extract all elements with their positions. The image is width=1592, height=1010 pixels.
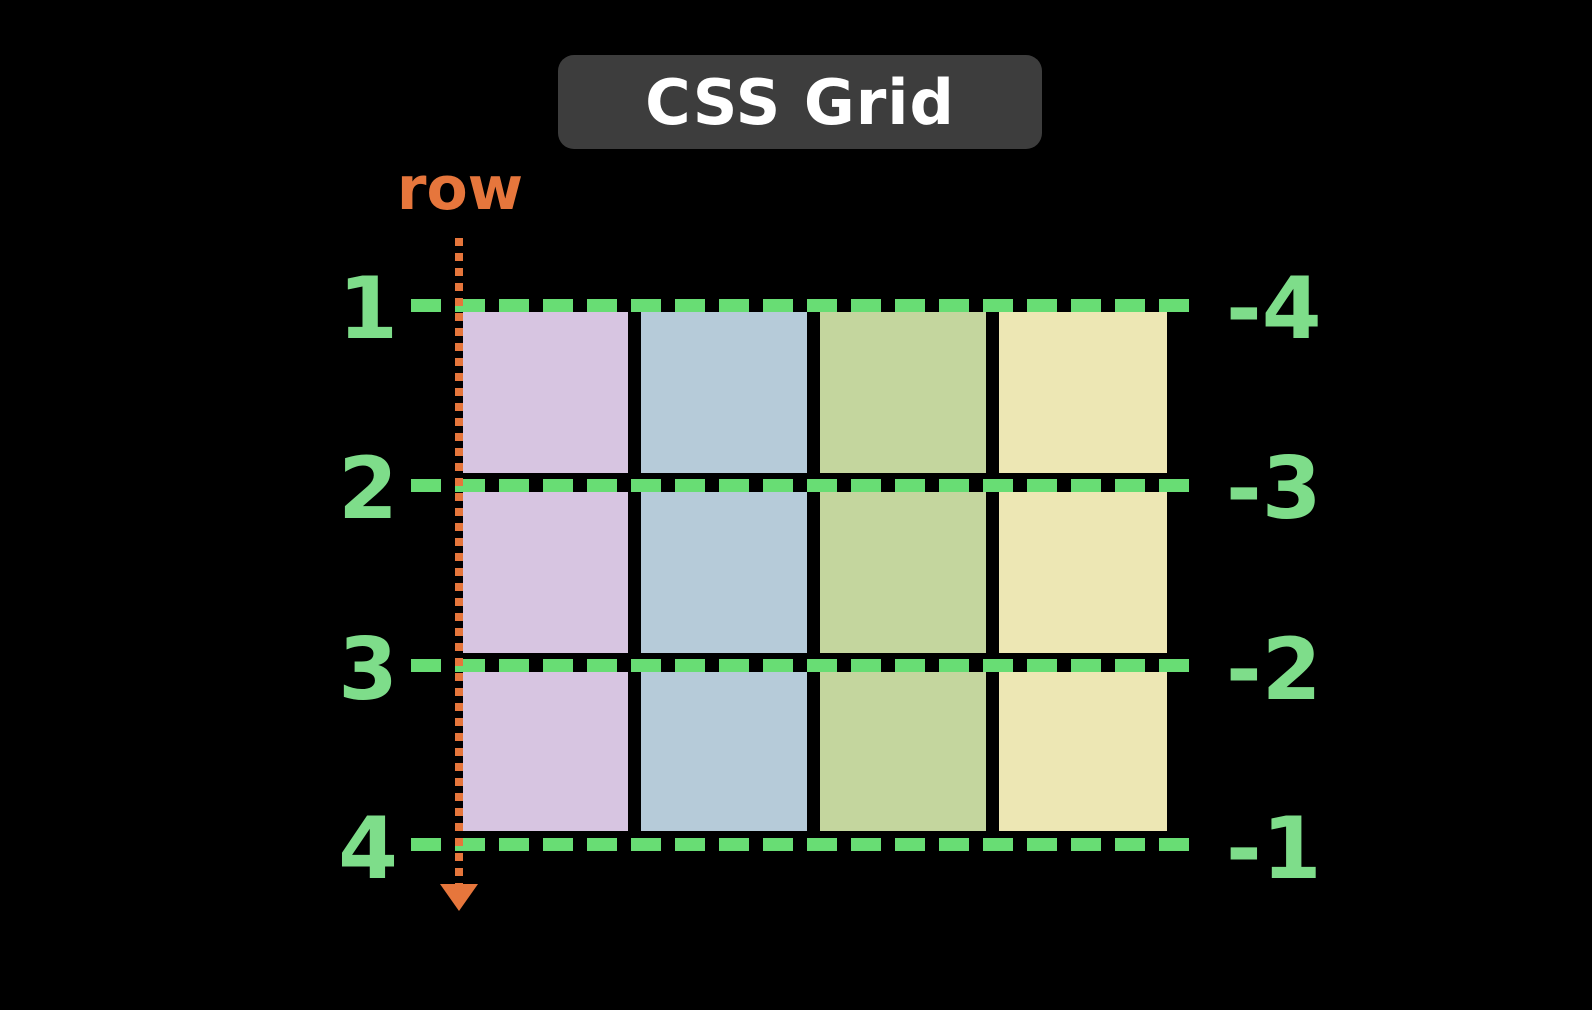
grid-row-line-1 (411, 299, 1195, 312)
row-line-number-4: 4 (338, 799, 398, 899)
title-text: CSS Grid (645, 65, 955, 139)
grid-cell-r3c4 (999, 672, 1167, 831)
grid-cell-r3c1 (463, 672, 628, 831)
grid-cell-r2c4 (999, 492, 1167, 653)
row-line-number-1: 1 (338, 259, 398, 359)
grid-cell-r2c3 (820, 492, 986, 653)
title-badge: CSS Grid (558, 55, 1042, 149)
grid-cell-r1c4 (999, 312, 1167, 473)
row-line-number-neg-4: -4 (1226, 259, 1322, 359)
row-line-number-2: 2 (338, 439, 398, 539)
grid-cell-r2c2 (641, 492, 807, 653)
row-direction-arrowhead-icon (440, 884, 478, 911)
grid-row-line-2 (411, 479, 1195, 492)
row-line-number-3: 3 (338, 620, 398, 720)
row-axis-label: row (396, 154, 524, 224)
grid-cell-r3c3 (820, 672, 986, 831)
row-line-number-neg-1: -1 (1226, 799, 1322, 899)
row-line-number-neg-3: -3 (1226, 439, 1322, 539)
grid-cell-r1c1 (463, 312, 628, 473)
grid-row-line-3 (411, 659, 1195, 672)
grid-cell-r1c2 (641, 312, 807, 473)
grid-cell-r1c3 (820, 312, 986, 473)
row-direction-dotted-line (455, 238, 463, 884)
row-line-number-neg-2: -2 (1226, 620, 1322, 720)
grid-cell-r3c2 (641, 672, 807, 831)
grid-row-line-4 (411, 838, 1195, 851)
grid-cell-r2c1 (463, 492, 628, 653)
